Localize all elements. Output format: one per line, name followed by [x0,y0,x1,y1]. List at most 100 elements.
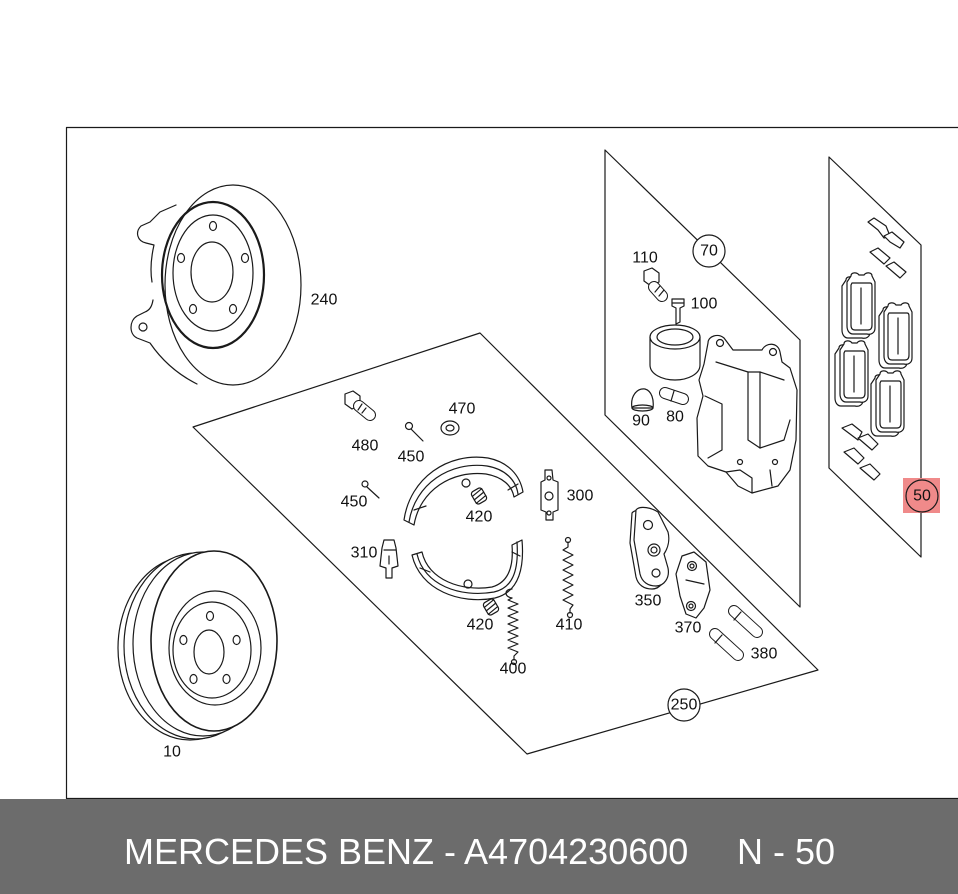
rear-disc-bolt-hole [228,303,238,315]
footer-part-number: MERCEDES BENZ - A4704230600 [124,831,689,872]
callout-bracket: 350 [635,593,662,610]
parking-brake-kit-group [192,332,819,755]
diagram-frame [65,126,958,799]
rear-disc-bolt-hole [188,303,198,315]
spring-coil [562,541,574,614]
bleeder-100 [671,298,685,325]
pin-body [710,629,743,660]
rear-disc-center-bore [190,241,234,303]
washer-outer [440,420,460,436]
front-disc-bolt-hole [205,610,215,622]
callout-plate: 370 [675,620,702,637]
bracket-hole [651,568,661,578]
callout-rear-disc: 240 [311,292,338,309]
callout-spring-lower: 420 [467,617,494,634]
plate-hole-inner [689,563,695,569]
bracket-hole-inner [650,546,658,554]
caliper-group [604,149,801,608]
brake-pad [870,370,905,437]
shoe-body [403,456,524,526]
bleeder-body [671,298,685,325]
caliper-ridge [715,361,785,381]
plate-370 [675,551,711,619]
rear-disc-bolt-hole [240,252,250,264]
callout-bleeder: 100 [691,296,718,313]
rear-disc-hub-face [172,214,254,332]
front-disc-bolt-hole [232,634,241,646]
spring-end [510,658,518,666]
shoe-web [413,483,519,511]
front-brake-disc [117,550,278,741]
pad-clip [841,423,863,441]
pad-clip [885,261,907,279]
pin-body [729,606,762,637]
washer-470 [440,420,460,436]
group-70-outline [604,149,801,608]
plate-hole [686,560,698,572]
plate-hole-inner [688,603,694,609]
brake-pad [834,340,869,407]
front-disc-center-bore [193,629,225,675]
adjuster-300 [540,469,559,521]
shoe-lining-line [416,541,518,594]
parts-diagram: 240 110 70 100 480 470 450 90 80 450 420… [65,126,958,799]
front-disc-hat-face [172,601,252,699]
pin-450-lower [361,480,380,499]
pad-clip [843,447,865,465]
spring-420-upper [469,486,489,506]
front-disc-bolt-hole [222,673,231,685]
shoe-anchor [461,478,471,488]
pin-head [404,421,414,431]
pin-80 [659,387,689,405]
plate-detail [685,579,705,585]
caliper-slot [747,371,761,449]
cap-dome [631,388,654,409]
callout-spring-400: 400 [500,661,527,678]
brake-shoe-upper [403,456,524,526]
plate-body [675,551,711,619]
callout-pin-lower: 450 [341,494,368,511]
brake-shoe-lower [411,539,524,601]
spring-410 [562,536,574,619]
callout-pin-80: 80 [666,409,684,426]
brake-pad [878,302,913,369]
caliper-housing [696,334,798,494]
callout-pins: 380 [751,646,778,663]
pad-clip [859,463,881,481]
brake-pad [841,272,876,339]
dust-shield [130,204,198,385]
callout-shoe-group: 250 [671,697,698,714]
front-disc-face [150,550,278,732]
caliper-hole [768,347,778,357]
callout-cap: 90 [632,413,650,430]
callout-circle-50 [905,479,939,513]
callout-caliper-group: 70 [700,243,718,260]
pad-clip [883,231,905,249]
shoe-web [419,551,521,573]
footer-bar: MERCEDES BENZ - A4704230600 N - 50 [0,799,958,894]
bracket-hole [642,519,654,531]
bracket-hole [647,543,661,557]
callout-circle-70 [692,234,726,268]
bracket-350 [629,506,670,590]
front-disc-bolt-hole [179,634,188,646]
spring-coil [507,597,519,661]
callout-front-disc: 10 [163,744,181,761]
rear-disc-bolt-hole [176,252,186,264]
pin-shaft [410,428,424,442]
callout-bolt: 110 [632,250,658,267]
rear-disc-outer-edge [164,184,302,386]
pin-450-upper [404,421,424,442]
adjuster-hole [546,510,552,516]
piston-recess [656,328,694,346]
adjuster-body [540,469,559,521]
shoe-anchor [463,579,473,589]
bolt-thread [357,403,367,414]
caliper-hole [736,458,744,466]
group-50-outline [828,156,922,558]
callout-lever: 310 [351,545,378,562]
spring-hook [505,588,513,599]
shoe-body [411,539,524,601]
group-250-outline [192,332,819,755]
brake-pad-group [828,156,922,558]
